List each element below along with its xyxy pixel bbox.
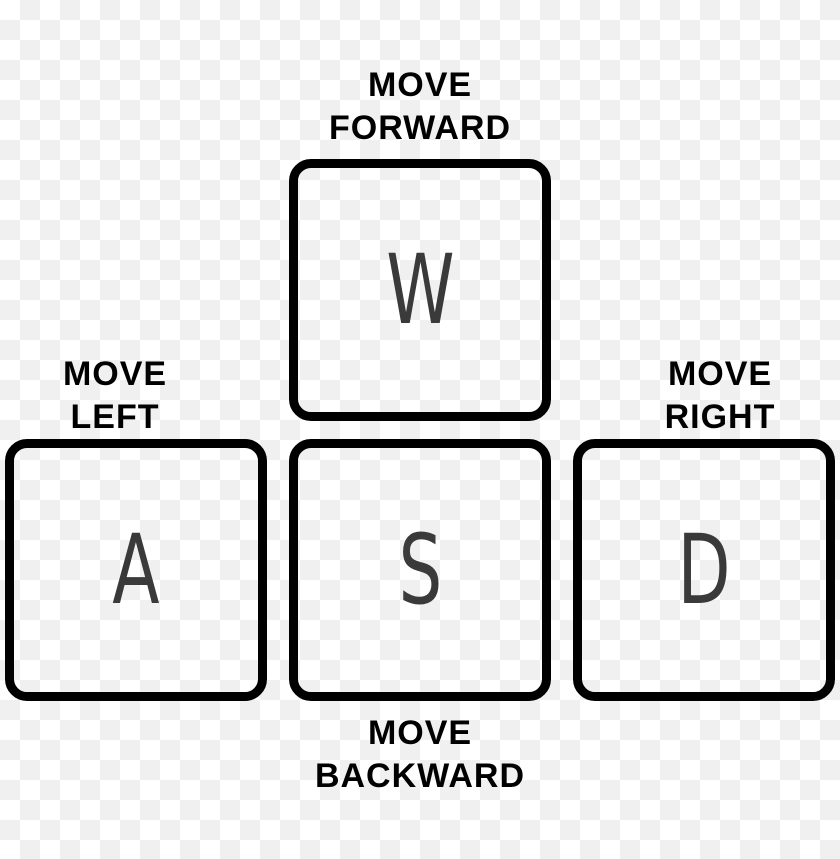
s-key-letter: S (398, 514, 442, 626)
s-key: S (289, 439, 551, 701)
move-backward-line1: MOVE (367, 714, 473, 752)
move-forward-line1: MOVE (367, 66, 473, 104)
move-forward-caption: MOVE FORWARD (300, 64, 540, 150)
move-left-line1: MOVE (62, 355, 168, 393)
a-key-letter: A (112, 514, 160, 626)
move-left-caption: MOVE LEFT (40, 353, 190, 439)
move-right-line2: RIGHT (664, 398, 776, 436)
move-forward-line2: FORWARD (328, 109, 512, 147)
move-left-line2: LEFT (70, 398, 160, 436)
d-key-letter: D (677, 514, 731, 626)
w-key-letter: W (385, 234, 455, 346)
move-backward-caption: MOVE BACKWARD (290, 712, 550, 798)
move-right-caption: MOVE RIGHT (640, 353, 800, 439)
d-key: D (573, 439, 835, 701)
move-backward-line2: BACKWARD (314, 757, 526, 795)
move-right-line1: MOVE (667, 355, 773, 393)
a-key: A (5, 439, 267, 701)
w-key: W (289, 159, 551, 421)
